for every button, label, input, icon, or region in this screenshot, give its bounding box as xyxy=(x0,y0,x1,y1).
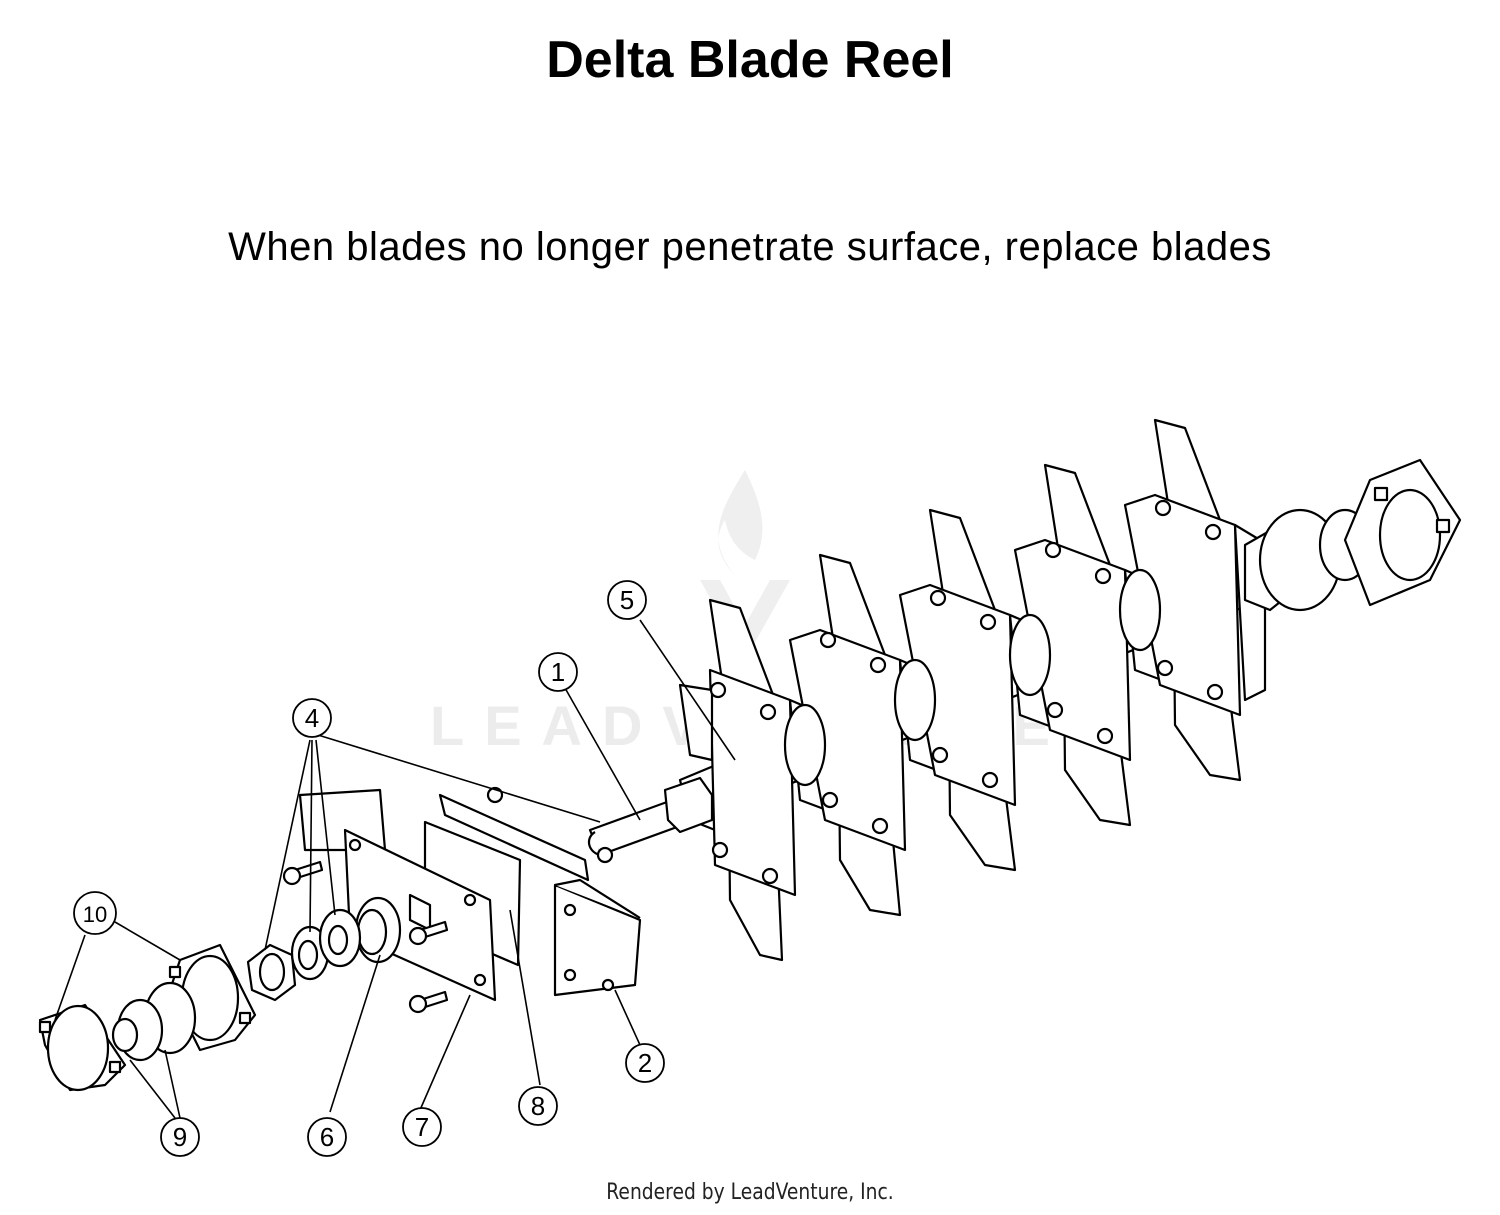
callout-6: 6 xyxy=(307,1117,347,1157)
svg-text:2: 2 xyxy=(638,1048,652,1078)
plate-part-7 xyxy=(298,788,497,1002)
svg-text:4: 4 xyxy=(305,703,319,733)
svg-text:8: 8 xyxy=(531,1091,545,1121)
callout-8: 8 xyxy=(518,1086,558,1126)
callout-2: 2 xyxy=(625,1043,665,1083)
diagram-title: Delta Blade Reel xyxy=(546,31,954,89)
footer-credit: Rendered by LeadVenture, Inc. xyxy=(606,1180,894,1205)
svg-text:5: 5 xyxy=(620,585,634,615)
bearing-part-9 xyxy=(111,981,197,1062)
svg-text:10: 10 xyxy=(83,902,107,927)
guard-plate-part-2 xyxy=(553,878,642,997)
flange-part-10-left xyxy=(38,1003,127,1092)
svg-text:9: 9 xyxy=(173,1122,187,1152)
callout-1: 1 xyxy=(538,652,578,692)
svg-text:6: 6 xyxy=(320,1122,334,1152)
collar-part-6 xyxy=(354,896,402,964)
svg-text:1: 1 xyxy=(551,657,565,687)
bolt-center xyxy=(408,920,449,946)
callout-7: 7 xyxy=(402,1107,442,1147)
diagram-note: When blades no longer penetrate surface,… xyxy=(228,225,1272,269)
nut-part-4 xyxy=(246,943,297,1002)
bolt-left xyxy=(282,860,324,886)
callout-4: 4 xyxy=(292,698,332,738)
leader-lines xyxy=(54,619,736,1119)
callouts: 1 2 4 5 6 7 8 9 xyxy=(73,580,665,1157)
svg-text:7: 7 xyxy=(415,1112,429,1142)
bolt-lower xyxy=(408,990,449,1014)
callout-10: 10 xyxy=(73,891,117,935)
callout-9: 9 xyxy=(160,1117,200,1157)
callout-5: 5 xyxy=(607,580,647,620)
washer-part-4 xyxy=(318,908,362,968)
blade-unit-5 xyxy=(1118,418,1267,782)
cover-plate-top xyxy=(438,786,614,882)
right-bearing-assembly xyxy=(1243,458,1462,612)
